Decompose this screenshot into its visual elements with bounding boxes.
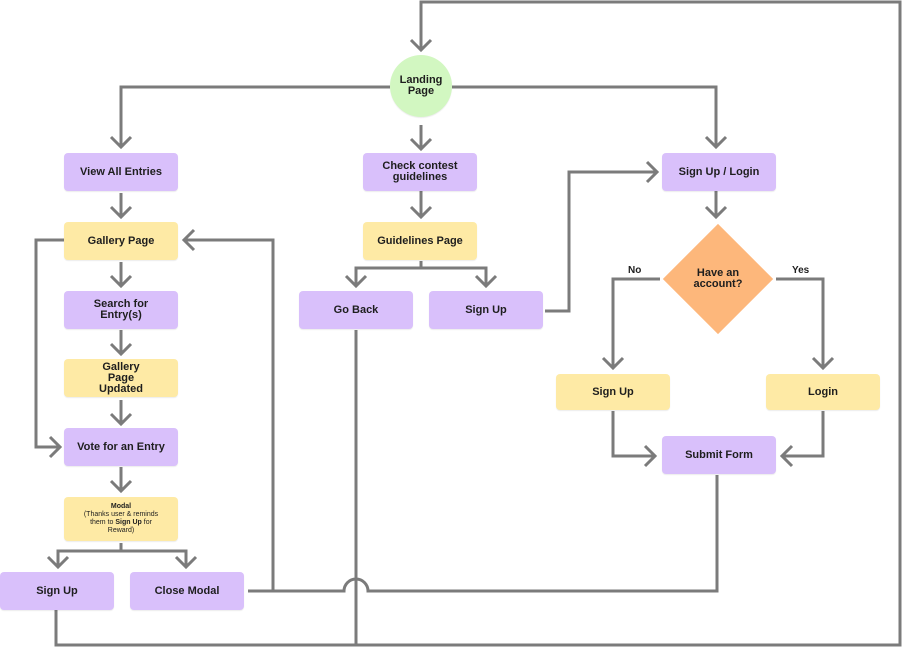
decision-label: Have an account?	[693, 267, 743, 290]
connector-modal-split	[56, 543, 123, 567]
connector-close-modal-to-gallery	[184, 238, 275, 593]
connector-submit-to-close-modal	[248, 475, 719, 593]
node-guidelines-sign-up: Sign Up	[429, 291, 543, 329]
node-modal: Modal (Thanks user & reminds them to Sig…	[64, 497, 178, 541]
arrowhead	[181, 228, 196, 252]
connector-guidelines-signup-to-signup-login	[545, 170, 657, 313]
arrowhead	[811, 356, 835, 371]
connector-gallery-to-vote	[34, 238, 64, 449]
node-gallery-page-updated: Gallery Page Updated	[64, 359, 178, 397]
connector-landing-to-signup-login	[452, 85, 718, 147]
connector-landing-to-view-all	[119, 85, 390, 147]
arrowhead	[601, 356, 625, 371]
arrowhead	[344, 274, 368, 289]
edge-label-no: No	[628, 265, 642, 276]
connector-login-to-submit	[782, 411, 825, 458]
arrowhead	[409, 38, 433, 53]
connector-modal-split	[121, 549, 188, 567]
arrowhead	[474, 274, 498, 289]
modal-description: (Thanks user & reminds them to Sign Up f…	[83, 511, 159, 534]
arrowhead	[174, 555, 198, 570]
node-check-guidelines: Check contest guidelines	[363, 153, 477, 191]
arrowhead	[109, 135, 133, 150]
node-submit-form: Submit Form	[662, 436, 776, 474]
node-go-back: Go Back	[299, 291, 413, 329]
arrowhead	[109, 412, 133, 427]
arrowhead	[109, 342, 133, 357]
connector-return-loop	[356, 0, 902, 647]
arrowhead	[46, 555, 70, 570]
arrowhead	[409, 205, 433, 220]
node-search-entries: Search for Entry(s)	[64, 291, 178, 329]
edge-label-yes: Yes	[792, 265, 810, 276]
connector-decision-yes	[776, 277, 825, 368]
arrowhead	[109, 274, 133, 289]
arrowhead	[704, 205, 728, 220]
node-guidelines-page: Guidelines Page	[363, 222, 477, 260]
node-close-modal: Close Modal	[130, 572, 244, 610]
modal-title: Modal	[110, 503, 132, 510]
arrowhead	[643, 444, 658, 468]
node-signup-login: Sign Up / Login	[662, 153, 776, 191]
arrowhead	[109, 479, 133, 494]
arrowhead	[645, 160, 660, 184]
node-gallery-page: Gallery Page	[64, 222, 178, 260]
node-no-sign-up: Sign Up	[556, 374, 670, 410]
arrowhead	[109, 205, 133, 220]
connector-decision-no	[611, 277, 660, 368]
node-modal-sign-up: Sign Up	[0, 572, 114, 610]
connector-signup-to-submit	[611, 411, 655, 458]
arrowhead	[779, 444, 794, 468]
connector-guidelines-split	[421, 266, 488, 286]
arrowhead	[48, 435, 63, 459]
connector-modal-signup-to-loop	[54, 610, 356, 647]
arrowhead	[409, 137, 433, 152]
node-view-all-entries: View All Entries	[64, 153, 178, 191]
node-vote-entry: Vote for an Entry	[64, 428, 178, 466]
node-landing-page: Landing Page	[390, 55, 452, 117]
arrowhead	[704, 135, 728, 150]
connector-guidelines-split	[354, 261, 423, 286]
node-login: Login	[766, 374, 880, 410]
node-have-account-decision: Have an account?	[661, 222, 775, 336]
